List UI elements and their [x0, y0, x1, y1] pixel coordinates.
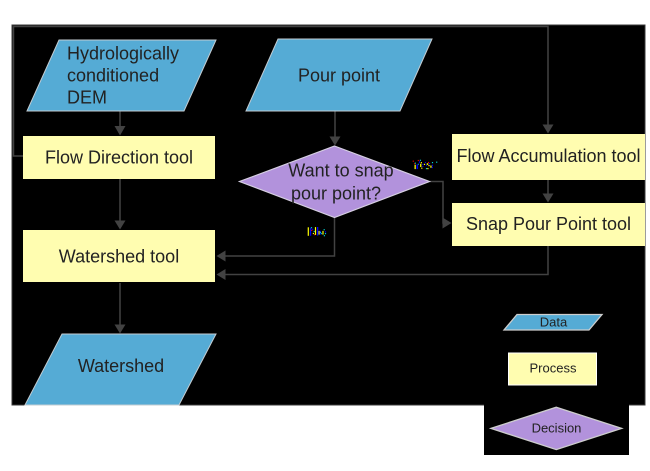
svg-text:Flow Accumulation tool: Flow Accumulation tool — [456, 146, 640, 166]
svg-text:Want to snap: Want to snap — [288, 161, 393, 181]
svg-text:Snap Pour Point tool: Snap Pour Point tool — [466, 214, 631, 234]
svg-text:Watershed: Watershed — [78, 356, 164, 376]
svg-text:Flow Direction tool: Flow Direction tool — [45, 148, 193, 168]
svg-text:Watershed tool: Watershed tool — [59, 247, 179, 267]
svg-text:DEM: DEM — [67, 88, 107, 108]
svg-text:Hydrologically: Hydrologically — [67, 44, 179, 64]
svg-text:Decision: Decision — [532, 421, 582, 436]
svg-text:pour point?: pour point? — [291, 184, 381, 204]
svg-text:Process: Process — [530, 361, 577, 376]
svg-text:conditioned: conditioned — [67, 66, 159, 86]
svg-text:Data: Data — [540, 315, 568, 330]
svg-text:Pour point: Pour point — [298, 66, 380, 86]
